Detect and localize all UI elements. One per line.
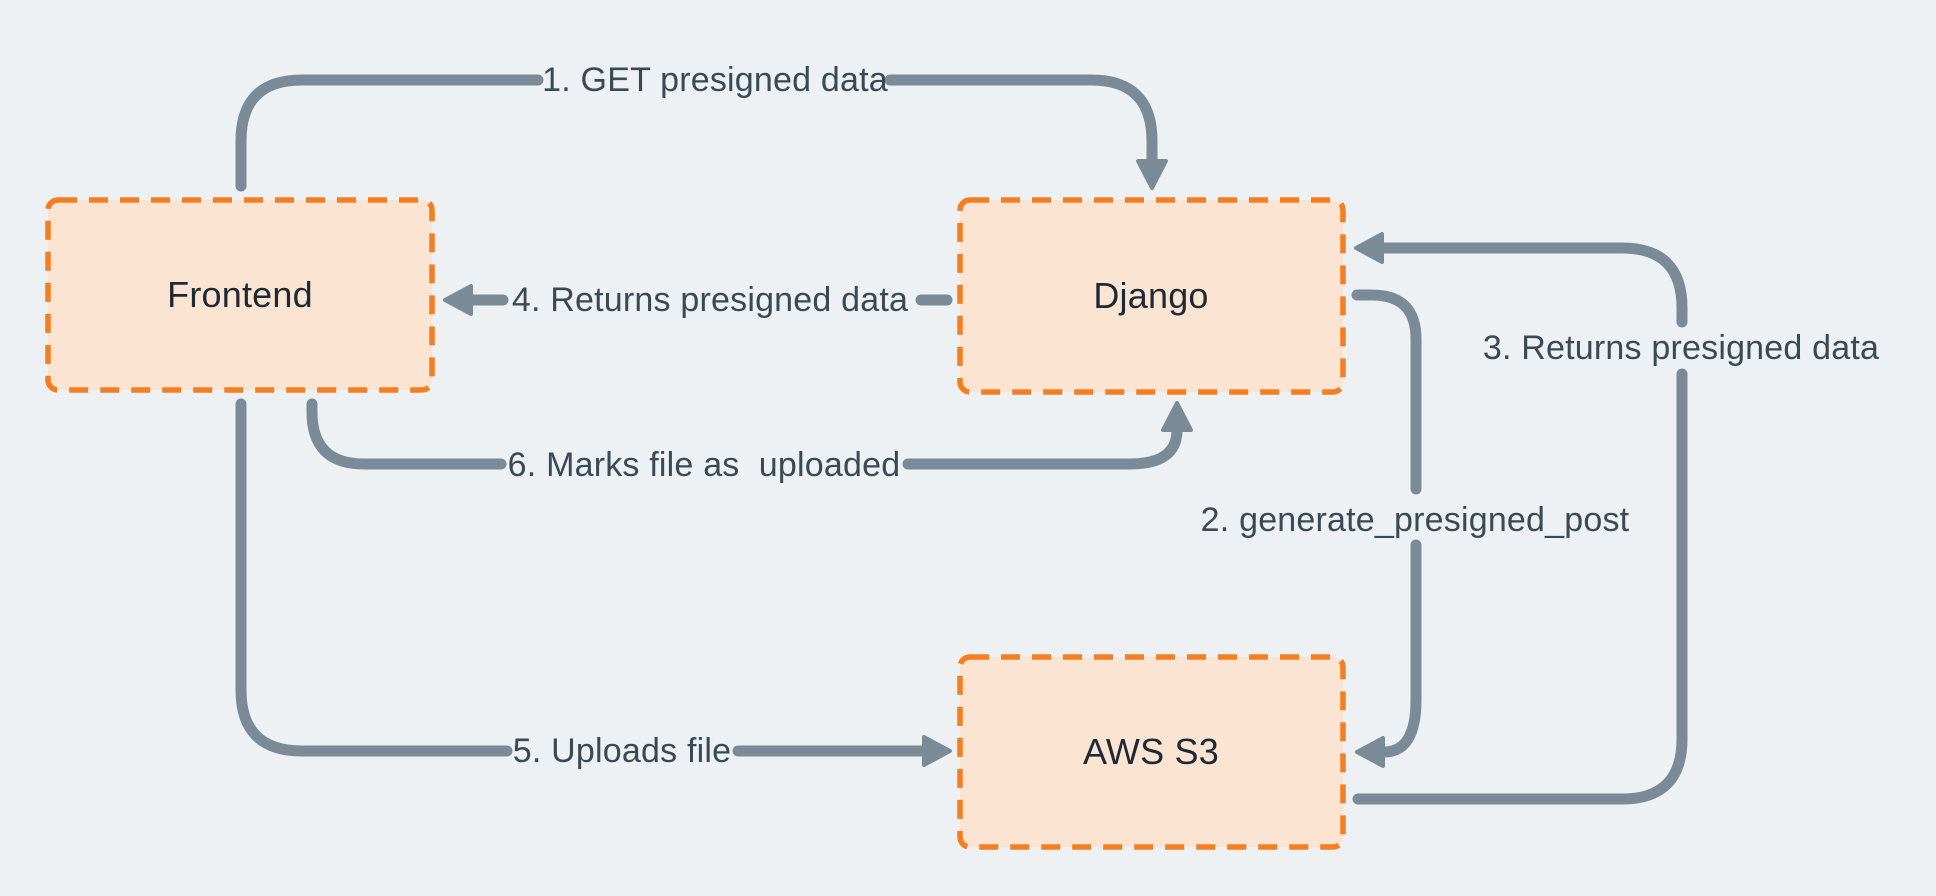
django-node-box xyxy=(957,197,1346,395)
edge-1-label: 1. GET presigned data xyxy=(542,61,888,99)
edge-1-arrowhead-icon xyxy=(1136,159,1168,190)
edge-3-line-start xyxy=(1352,368,1688,805)
edge-6-line-start xyxy=(306,398,507,470)
frontend-node-label: Frontend xyxy=(167,274,313,315)
edge-5-label: 5. Uploads file xyxy=(512,732,732,770)
django-node-label: Django xyxy=(1093,275,1209,316)
aws-s3-node-label: AWS S3 xyxy=(1083,731,1219,772)
edge-3-line-end xyxy=(1376,242,1688,328)
edge-6-label: 6. Marks file as uploaded xyxy=(507,446,901,484)
edge-2-arrowhead-icon xyxy=(1355,736,1385,768)
edge-3-label: 3. Returns presigned data xyxy=(1482,329,1880,367)
edge-2-label: 2. generate_presigned_post xyxy=(1200,501,1630,539)
edge-3-arrowhead-icon xyxy=(1354,232,1384,264)
edge-2-line-end xyxy=(1378,539,1422,758)
edge-5-line-start xyxy=(235,398,513,757)
edge-6-arrowhead-icon xyxy=(1161,401,1193,432)
edge-2-line-start xyxy=(1351,289,1422,495)
edge-1-line-end xyxy=(884,74,1158,167)
edge-5-arrowhead-icon xyxy=(922,735,952,767)
edge-4-label: 4. Returns presigned data xyxy=(511,281,909,319)
edge-6-line-end xyxy=(902,424,1183,470)
edge-1-line-start xyxy=(235,74,544,192)
frontend-node-box xyxy=(45,197,435,393)
aws-s3-node-box xyxy=(957,654,1346,850)
edge-4-arrowhead-icon xyxy=(443,284,473,316)
